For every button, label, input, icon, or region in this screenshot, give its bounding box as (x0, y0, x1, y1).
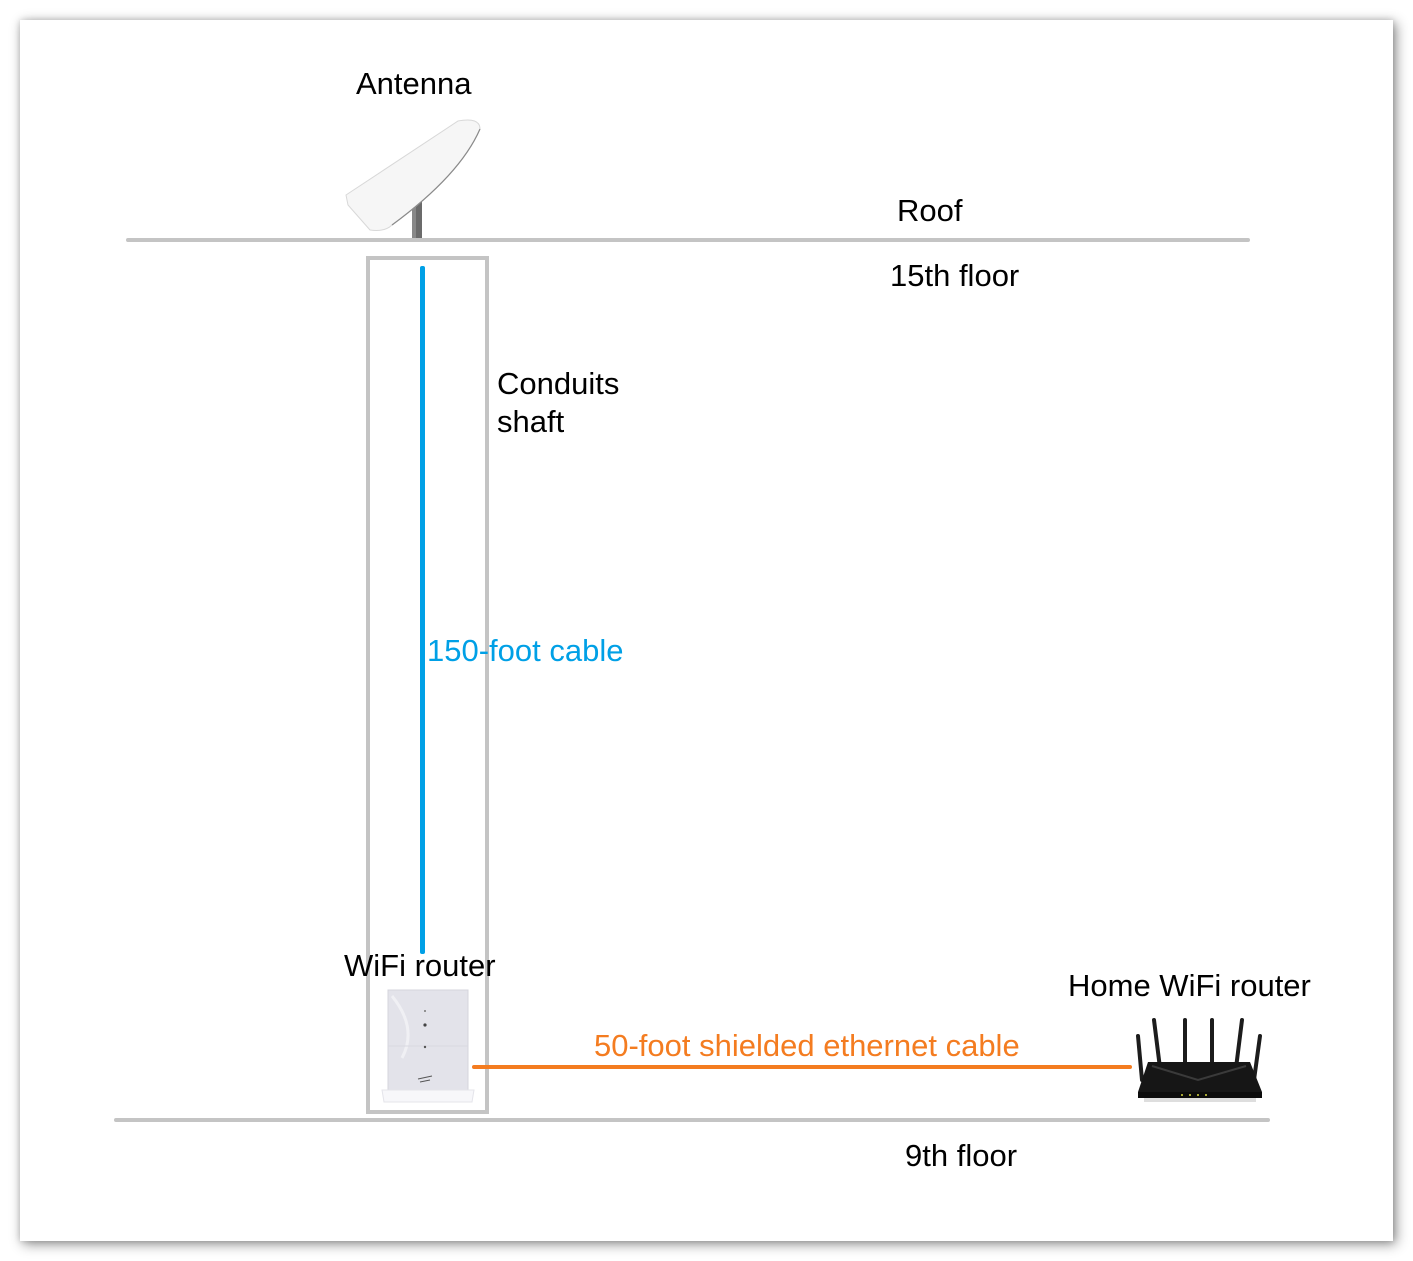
antenna-label: Antenna (356, 66, 472, 101)
long-cable-label: 150-foot cable (427, 633, 624, 668)
satellite-dish-icon (345, 119, 481, 240)
top-floor-label: 15th floor (890, 258, 1020, 293)
shaft-label-line1: Conduits (497, 366, 620, 401)
bottom-floor-line (114, 1118, 1270, 1122)
home-router-icon (1136, 1018, 1262, 1102)
ethernet-cable-line (472, 1065, 1132, 1069)
roof-label: Roof (897, 193, 963, 228)
long-cable-line (420, 266, 425, 954)
roof-line (126, 238, 1250, 242)
wifi-router-label: WiFi router (344, 948, 496, 983)
wifi-router-icon (381, 989, 475, 1103)
conduits-shaft (366, 256, 489, 1114)
diagram-canvas (20, 20, 1393, 1241)
ethernet-cable-label: 50-foot shielded ethernet cable (594, 1028, 1020, 1063)
bottom-floor-label: 9th floor (905, 1138, 1018, 1173)
home-router-label: Home WiFi router (1068, 968, 1311, 1003)
shaft-label-line2: shaft (497, 404, 565, 439)
